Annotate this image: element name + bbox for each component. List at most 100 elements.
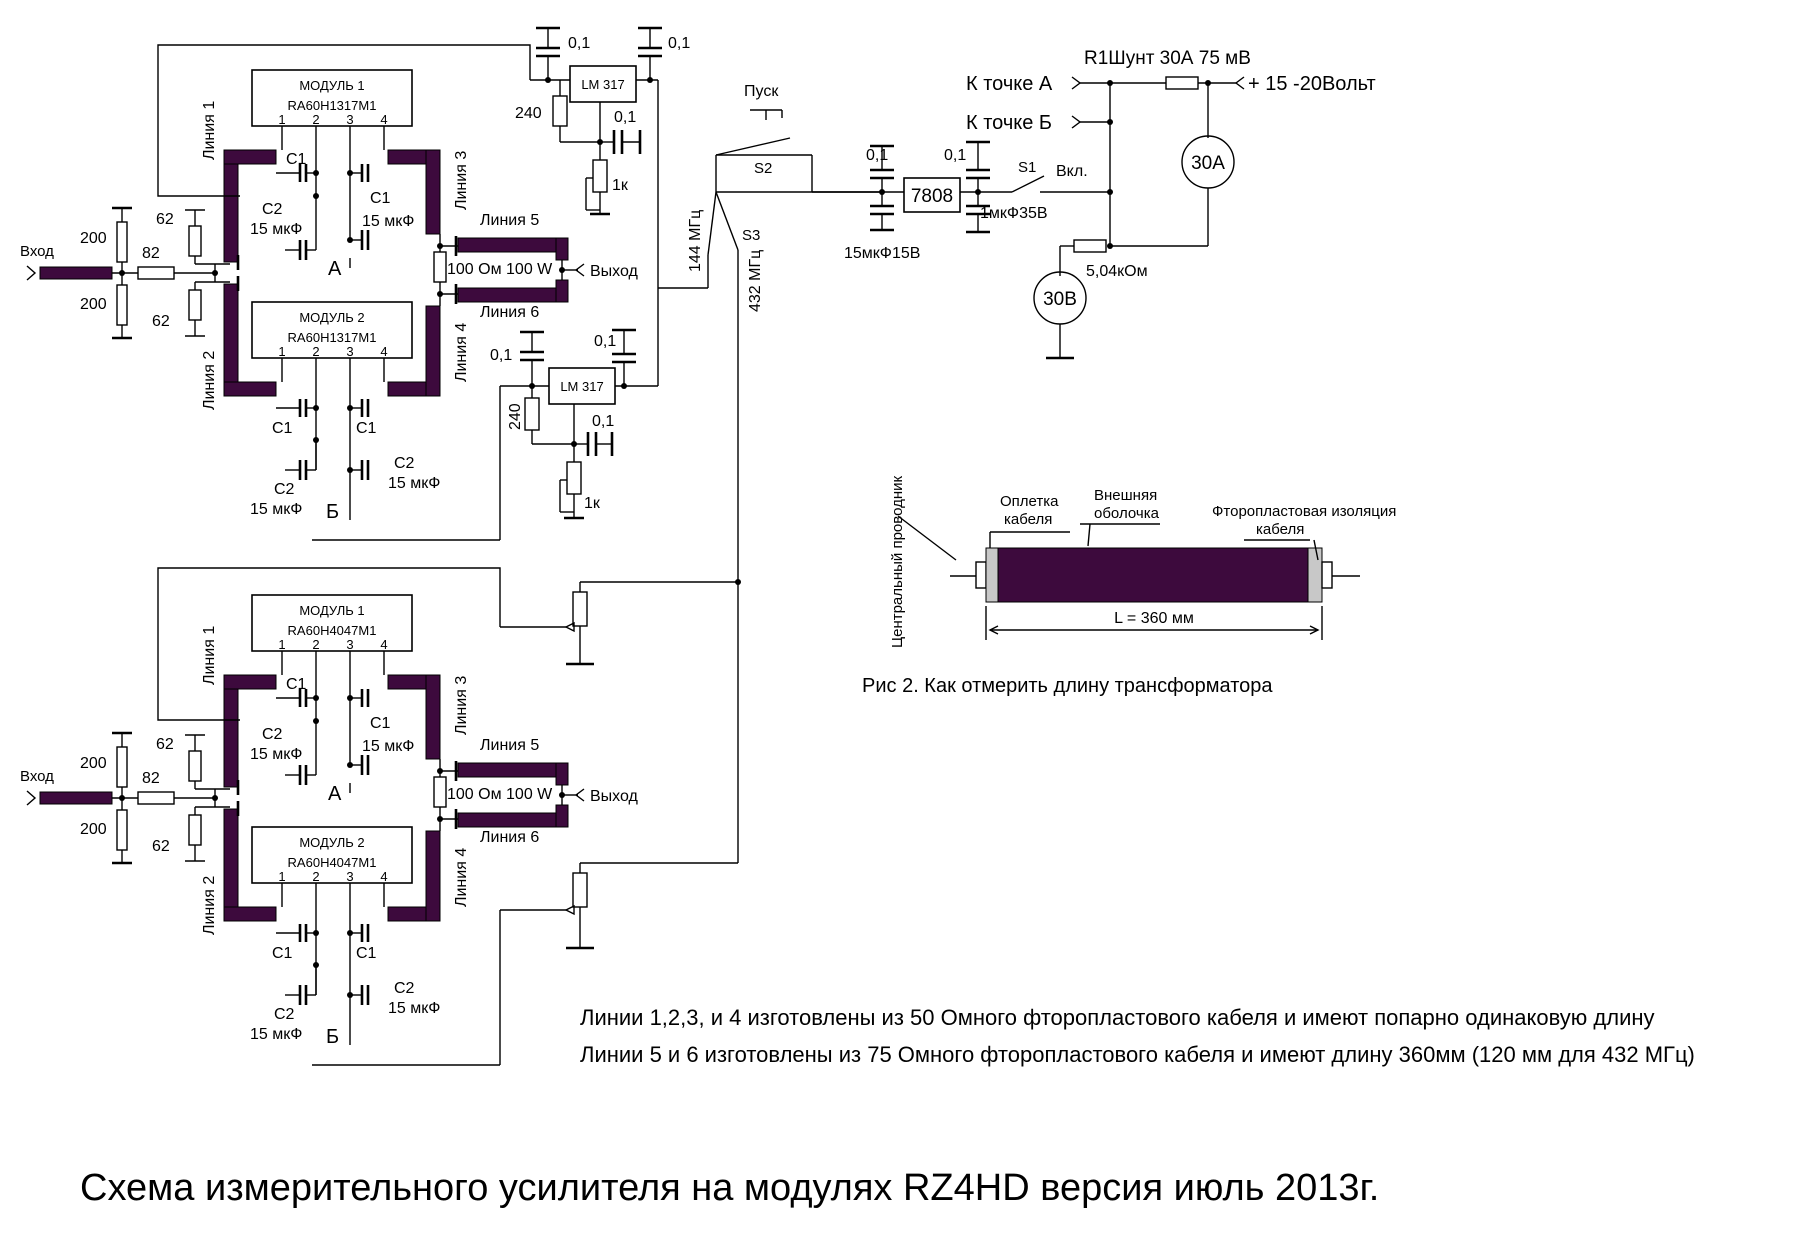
pot-upper bbox=[500, 579, 741, 666]
r82: 82 bbox=[142, 245, 160, 262]
on-label: Вкл. bbox=[1056, 163, 1088, 180]
c2-value-1: 15 мкФ bbox=[250, 746, 302, 763]
cap-label-3: 0,1 bbox=[592, 413, 614, 430]
jacket-label-2: оболочка bbox=[1094, 505, 1160, 522]
output-label: Выход bbox=[590, 788, 639, 805]
cap-label-2: 0,1 bbox=[594, 333, 616, 350]
c2-label-1: С2 bbox=[262, 201, 283, 218]
svg-text:4: 4 bbox=[380, 344, 387, 359]
cap-label-1: 0,1 bbox=[490, 347, 512, 364]
band-144: 144 МГц bbox=[687, 210, 704, 272]
ammeter-label: 30А bbox=[1191, 153, 1225, 174]
c1-label-2: С1 bbox=[370, 190, 391, 207]
svg-text:4: 4 bbox=[380, 112, 387, 127]
jacket-label-1: Внешняя bbox=[1094, 487, 1157, 504]
c1-label-3: С1 bbox=[272, 945, 293, 962]
r1k-label: 1к bbox=[584, 495, 601, 512]
figure-2-cable: L = 360 мм Оплетка кабеля Внешняя оболоч… bbox=[862, 476, 1396, 697]
svg-text:2: 2 bbox=[312, 869, 319, 884]
c2-value-2: 15 мкФ bbox=[362, 738, 414, 755]
svg-text:3: 3 bbox=[346, 637, 353, 652]
line5-label: Линия 5 bbox=[480, 212, 539, 229]
c2-label-3: С2 bbox=[274, 481, 295, 498]
module1-part: RA60H1317M1 bbox=[288, 98, 377, 113]
rvolt-label: 5,04кОм bbox=[1086, 263, 1148, 280]
c2-label-4: С2 bbox=[394, 980, 415, 997]
c2-label-1: С2 bbox=[262, 726, 283, 743]
power-section: R1Шунт 30А 75 мВ К точке А К точке Б + 1… bbox=[966, 48, 1376, 360]
input-label: Вход bbox=[20, 768, 54, 785]
svg-text:1: 1 bbox=[278, 344, 285, 359]
r62-top: 62 bbox=[156, 736, 174, 753]
load-resistor: 100 Ом 100 W bbox=[447, 786, 553, 803]
r1k-label: 1к bbox=[612, 177, 629, 194]
c1-label-1: С1 bbox=[286, 676, 307, 693]
pin-numbers: 1 2 3 4 1 2 3 4 bbox=[278, 112, 387, 359]
c2-value-3: 15 мкФ bbox=[250, 1026, 302, 1043]
amplifier-144mhz: МОДУЛЬ 1 RA60H1317M1 МОДУЛЬ 2 RA60H1317M… bbox=[20, 44, 639, 523]
supply-7808: 7808 0,1 0,1 15мкФ15В 1мкФ35В S1 Вкл. bbox=[812, 140, 1110, 262]
cap-01-a: 0,1 bbox=[866, 147, 888, 164]
s1-label: S1 bbox=[1018, 159, 1036, 176]
cap-15v: 15мкФ15В bbox=[844, 245, 920, 262]
svg-text:3: 3 bbox=[346, 344, 353, 359]
c2-value-1: 15 мкФ bbox=[250, 221, 302, 238]
center-conductor-label: Центральный проводник bbox=[889, 476, 906, 648]
module1-part: RA60H4047M1 bbox=[288, 623, 377, 638]
regulator-bottom: LM 317 0,1 0,1 240 bbox=[312, 328, 658, 541]
point-a: А bbox=[328, 258, 342, 280]
r200-top: 200 bbox=[80, 755, 107, 772]
band-switch: Пуск S2 S3 144 МГц 432 МГц bbox=[687, 83, 880, 863]
s2-label: S2 bbox=[754, 160, 772, 177]
output-label: Выход bbox=[590, 263, 639, 280]
reg7808-label: 7808 bbox=[911, 186, 953, 207]
lm317-label: LM 317 bbox=[581, 77, 624, 92]
r82: 82 bbox=[142, 770, 160, 787]
line1-label: Линия 1 bbox=[201, 101, 218, 160]
line6-label: Линия 6 bbox=[480, 829, 539, 846]
supply-label: + 15 -20Вольт bbox=[1248, 73, 1376, 95]
note-line-2: Линии 5 и 6 изготовлены из 75 Омного фто… bbox=[580, 1042, 1695, 1067]
line4-label: Линия 4 bbox=[453, 848, 470, 907]
line3-label: Линия 3 bbox=[453, 676, 470, 735]
svg-text:2: 2 bbox=[312, 112, 319, 127]
shunt-label: R1Шунт 30А 75 мВ bbox=[1084, 48, 1251, 69]
svg-text:3: 3 bbox=[346, 112, 353, 127]
fig2-caption: Рис 2. Как отмерить длину трансформатора bbox=[862, 675, 1273, 697]
point-b: Б bbox=[326, 501, 339, 523]
page-title: Схема измерительного усилителя на модуля… bbox=[80, 1167, 1379, 1209]
pot-lower bbox=[312, 862, 738, 1066]
braid-label-2: кабеля bbox=[1004, 511, 1052, 528]
svg-text:1: 1 bbox=[278, 869, 285, 884]
load-resistor: 100 Ом 100 W bbox=[447, 261, 553, 278]
cap-01-b: 0,1 bbox=[944, 147, 966, 164]
r200-top: 200 bbox=[80, 230, 107, 247]
svg-text:4: 4 bbox=[380, 869, 387, 884]
line5-label: Линия 5 bbox=[480, 737, 539, 754]
line4-label: Линия 4 bbox=[453, 323, 470, 382]
cap-label-2: 0,1 bbox=[668, 35, 690, 52]
input-label: Вход bbox=[20, 243, 54, 260]
svg-text:3: 3 bbox=[346, 869, 353, 884]
note-line-1: Линии 1,2,3, и 4 изготовлены из 50 Омног… bbox=[580, 1005, 1655, 1030]
c2-label-3: С2 bbox=[274, 1006, 295, 1023]
c1-label-4: С1 bbox=[356, 945, 377, 962]
point-b: Б bbox=[326, 1026, 339, 1048]
ptfe-label-1: Фторопластовая изоляция bbox=[1212, 503, 1396, 520]
s3-label: S3 bbox=[742, 227, 760, 244]
svg-text:2: 2 bbox=[312, 344, 319, 359]
length-label: L = 360 мм bbox=[1114, 610, 1194, 627]
voltmeter-label: 30В bbox=[1043, 289, 1077, 310]
r62-top: 62 bbox=[156, 211, 174, 228]
regulator-top: LM 317 0,1 0,1 bbox=[515, 26, 709, 386]
start-label: Пуск bbox=[744, 83, 779, 100]
r240-label: 240 bbox=[507, 403, 524, 430]
c2-value-4: 15 мкФ bbox=[388, 1000, 440, 1017]
r200-bottom: 200 bbox=[80, 821, 107, 838]
r240-label: 240 bbox=[515, 105, 542, 122]
cap-35v: 1мкФ35В bbox=[980, 205, 1048, 222]
line2-label: Линия 2 bbox=[201, 876, 218, 935]
module2-label: МОДУЛЬ 2 bbox=[299, 835, 364, 850]
svg-text:1: 1 bbox=[278, 112, 285, 127]
r62-bottom: 62 bbox=[152, 838, 170, 855]
